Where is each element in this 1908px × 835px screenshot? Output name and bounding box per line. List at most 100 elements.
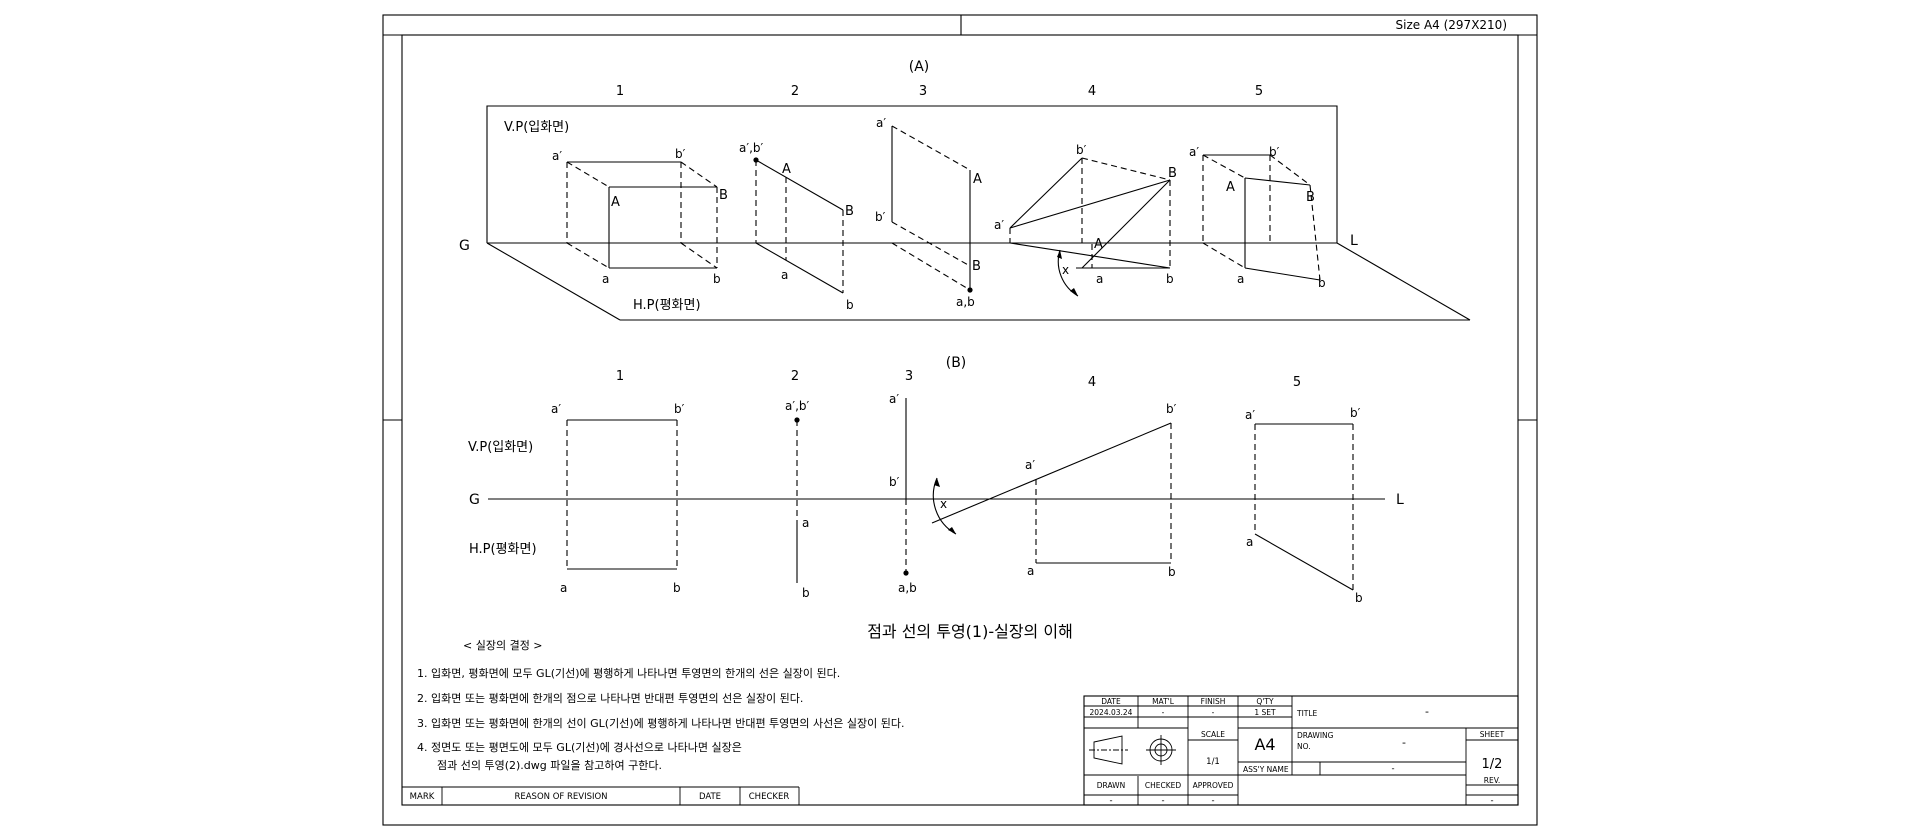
section-a-heading: (A) — [909, 59, 930, 75]
label: b — [1355, 591, 1363, 605]
label: A — [782, 162, 791, 177]
projection-planes — [486, 105, 1471, 321]
tb-drawing-header: DRAWING — [1297, 731, 1334, 740]
label: a′ — [552, 149, 562, 163]
rev-mark-header: MARK — [410, 792, 435, 802]
case-a4-figure: b′ B a′ A x a b — [994, 143, 1177, 297]
label: b — [802, 586, 810, 600]
notes-heading: < 실장의 결정 > — [463, 639, 543, 652]
label: a — [781, 268, 788, 282]
tb-rev-value: - — [1490, 796, 1493, 806]
case-a2-figure: a′,b′ A B a b — [739, 141, 854, 312]
label: a′ — [994, 218, 1004, 232]
case-b4-figure: x a′ b′ a b — [931, 402, 1177, 579]
label: a — [1027, 564, 1034, 578]
tb-finish-header: FINISH — [1201, 697, 1226, 706]
tb-scale-value: 1/1 — [1206, 757, 1220, 767]
label: A — [1094, 237, 1103, 252]
case-b4-number: 4 — [1088, 375, 1096, 390]
tb-sheet-value: 1/2 — [1482, 757, 1503, 772]
tb-checked-header: CHECKED — [1145, 781, 1182, 790]
label: a,b — [898, 581, 917, 595]
label: b′ — [1076, 143, 1087, 157]
rev-reason-header: REASON OF REVISION — [514, 792, 607, 802]
case-b2-number: 2 — [791, 369, 799, 384]
tb-title-value: - — [1425, 705, 1429, 718]
label: a′ — [551, 402, 561, 416]
tb-drawing-header-no: NO. — [1297, 742, 1311, 751]
tb-qty-header: Q'TY — [1256, 697, 1274, 706]
vp-label-a: V.P(입화면) — [504, 120, 569, 135]
label: A — [1226, 180, 1235, 195]
l-label-a: L — [1350, 233, 1358, 249]
label: A — [973, 172, 982, 187]
case-a3-figure: a′ b′ A B a,b — [875, 116, 982, 309]
tb-assy-value: - — [1391, 764, 1394, 774]
tb-date-value: 2024.03.24 — [1090, 708, 1133, 717]
note-item: 2. 입화면 또는 평화면에 한개의 점으로 나타나면 반대편 투영면의 선은 … — [417, 692, 803, 705]
tb-rev-header: REV. — [1484, 776, 1501, 785]
label: b′ — [1166, 402, 1177, 416]
label: a′,b′ — [785, 399, 810, 413]
label: a′,b′ — [739, 141, 764, 155]
label: a′ — [1025, 458, 1035, 472]
case-b3-number: 3 — [905, 369, 913, 384]
tb-drawing-value: - — [1402, 736, 1406, 749]
case-a1-figure: a′ b′ A B a b — [552, 147, 728, 286]
title-block: DATE MAT'L FINISH Q'TY 2024.03.24 - - 1 … — [1083, 695, 1519, 806]
tb-date-header: DATE — [1101, 697, 1121, 706]
tb-finish-value: - — [1212, 708, 1215, 717]
note-item: 3. 입화면 또는 평화면에 한개의 선이 GL(기선)에 평행하게 나타나면 … — [417, 716, 904, 730]
tb-title-header: TITLE — [1296, 709, 1318, 718]
label: x — [1062, 263, 1069, 277]
case-b1-number: 1 — [616, 369, 624, 384]
label: a — [602, 272, 609, 286]
label: b — [713, 272, 721, 286]
revision-block: MARK REASON OF REVISION DATE CHECKER — [402, 786, 800, 805]
hp-label-a: H.P(평화면) — [633, 298, 701, 313]
section-b-orthographic: (B) 1 2 3 4 5 G L V.P(입화면) H.P(평화면) a′ b… — [468, 355, 1404, 605]
label: a — [560, 581, 567, 595]
tb-qty-value: 1 SET — [1254, 708, 1276, 717]
label: x — [940, 497, 947, 511]
label: B — [845, 204, 854, 219]
case-a4-number: 4 — [1088, 84, 1096, 99]
note-item: 4. 정면도 또는 평면도에 모두 GL(기선)에 경사선으로 나타나면 실장은 — [417, 741, 742, 754]
case-a2-number: 2 — [791, 84, 799, 99]
label: b — [846, 298, 854, 312]
label: a′ — [876, 116, 886, 130]
case-b3-figure: a′ b′ a,b — [889, 392, 917, 595]
tb-matl-value: - — [1162, 708, 1165, 717]
tb-drawn-header: DRAWN — [1097, 781, 1125, 790]
tb-matl-header: MAT'L — [1152, 697, 1175, 706]
label: b′ — [1350, 406, 1361, 420]
note-item: 1. 입화면, 평화면에 모두 GL(기선)에 평행하게 나타나면 투영면의 한… — [417, 666, 840, 680]
vp-label-b: V.P(입화면) — [468, 440, 533, 455]
tb-assy-header: ASS'Y NAME — [1243, 765, 1289, 774]
label: b′ — [875, 210, 886, 224]
tb-drawn-value: - — [1109, 796, 1112, 806]
case-b2-figure: a′,b′ a b — [785, 399, 810, 600]
tb-approved-value: - — [1211, 796, 1214, 806]
label: a — [1096, 272, 1103, 286]
case-a5-number: 5 — [1255, 84, 1263, 99]
label: B — [1168, 166, 1177, 181]
label: b′ — [1269, 145, 1280, 159]
tb-scale-header: SCALE — [1201, 730, 1225, 739]
label: a — [1246, 535, 1253, 549]
label: a′ — [889, 392, 899, 406]
tb-sheet-header: SHEET — [1480, 730, 1505, 739]
tb-approved-header: APPROVED — [1193, 781, 1234, 790]
label: b′ — [674, 402, 685, 416]
label: B — [1306, 190, 1315, 205]
g-label-b: G — [469, 492, 480, 508]
section-b-heading: (B) — [946, 355, 967, 371]
label: a — [1237, 272, 1244, 286]
size-label: Size A4 (297X210) — [1396, 18, 1508, 32]
drawing-title: 점과 선의 투영(1)-실장의 이해 — [867, 622, 1073, 641]
label: A — [611, 195, 620, 210]
label: a,b — [956, 295, 975, 309]
rev-checker-header: CHECKER — [749, 792, 790, 802]
label: B — [719, 188, 728, 203]
